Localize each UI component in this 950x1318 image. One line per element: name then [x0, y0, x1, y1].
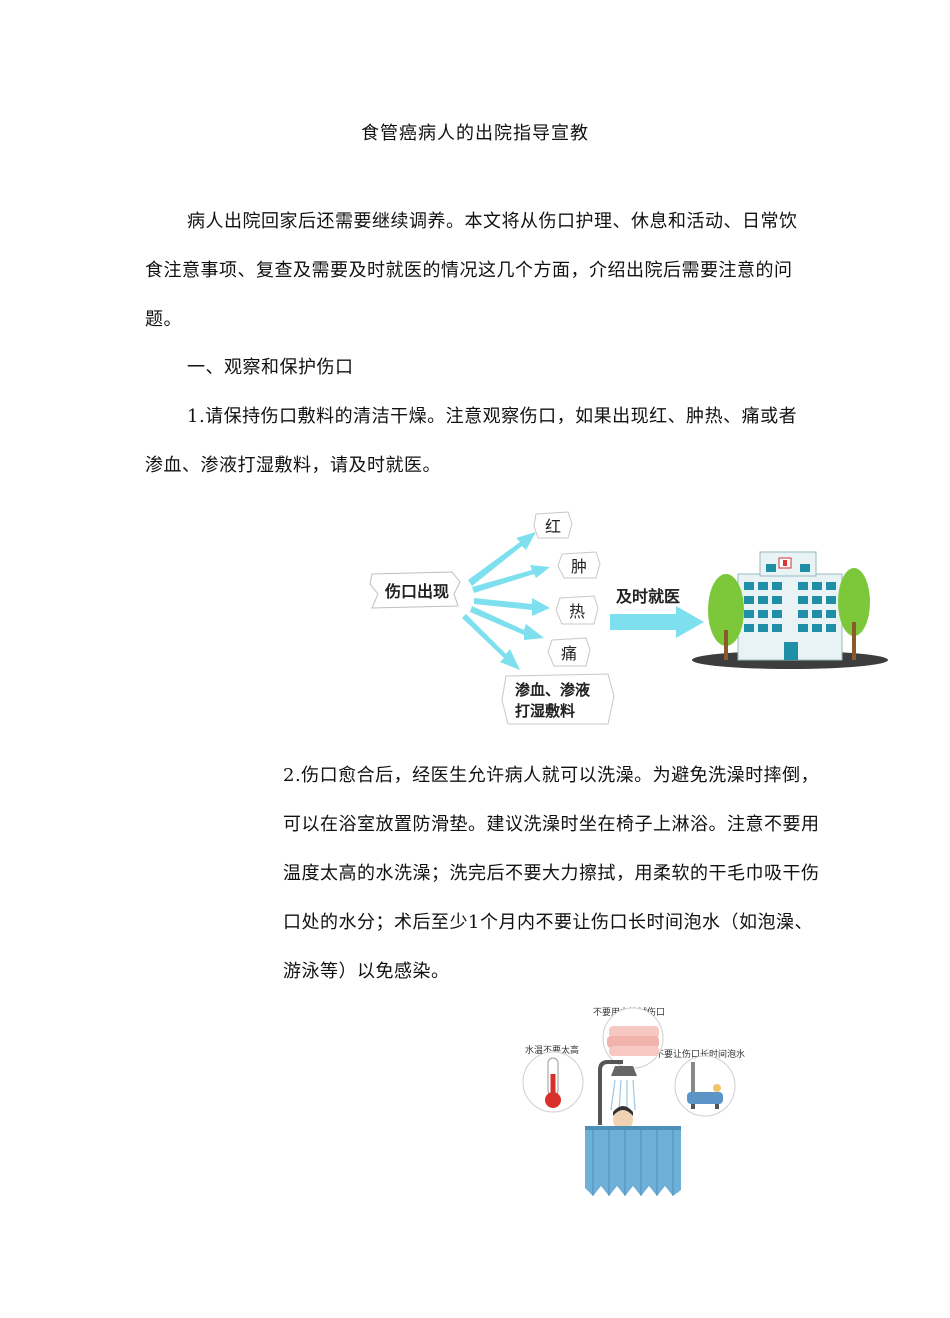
source-tag-shape: [369, 571, 461, 609]
symptom-bleed-line2: 打湿敷料: [515, 702, 575, 720]
tag-swelling-shape: [557, 551, 601, 579]
arrow-heat: [474, 598, 550, 616]
bathtub-circle: [674, 1055, 736, 1117]
intro-paragraph: 病人出院回家后还需要继续调养。本文将从伤口护理、休息和活动、日常饮食注意事项、复…: [145, 211, 798, 330]
source-label: 伤口出现: [384, 582, 449, 601]
symptom-heat: 热: [569, 602, 585, 621]
shower-head-icon: [598, 1060, 637, 1125]
document-title: 食管癌病人的出院指导宣教: [361, 123, 589, 144]
symptom-arrows: [462, 532, 550, 670]
symptom-bleed-line1: 渗血、渗液: [515, 681, 591, 699]
symptom-red: 红: [545, 517, 561, 536]
arrow-bleed: [462, 614, 520, 670]
shower-curtain: [585, 1126, 681, 1196]
person-icon: [613, 1106, 633, 1130]
wound-symptoms-diagram: 伤口出现 红 肿 热 痛 渗血、渗液 打湿敷料 及时就医: [369, 511, 888, 725]
tag-red-shape: [533, 511, 573, 539]
item-1-paragraph: 1.请保持伤口敷料的清洁干燥。注意观察伤口，如果出现红、肿热、痛或者渗血、渗液打…: [145, 406, 798, 476]
arrow-pain: [470, 606, 544, 640]
arrow-red: [468, 532, 536, 586]
action-label: 及时就医: [616, 587, 680, 606]
wound-symptoms-figure: 伤口出现 红 肿 热 痛 渗血、渗液 打湿敷料 及时就医: [360, 502, 895, 730]
action-arrow: [610, 606, 704, 638]
tag-pain-shape: [547, 637, 591, 667]
label-no-soaking: 不要让伤口长时间泡水: [655, 1048, 745, 1060]
item-2-paragraph: 2.伤口愈合后，经医生允许病人就可以洗澡。为避免洗澡时摔倒，可以在浴室放置防滑垫…: [283, 765, 820, 982]
arrow-swelling: [472, 565, 550, 593]
shower-tips-figure: 水温不要太高 不要用力擦拭伤口 不要让伤口长时间泡水: [515, 1000, 760, 1200]
label-water-temperature: 水温不要太高: [525, 1044, 579, 1056]
section-1-heading: 一、观察和保护伤口: [187, 357, 354, 378]
tag-bleed-shape: [501, 673, 615, 725]
shower-tips-illustration: 水温不要太高 不要用力擦拭伤口 不要让伤口长时间泡水: [522, 1006, 745, 1196]
tag-heat-shape: [555, 595, 599, 625]
bathtub-icon: [687, 1062, 723, 1109]
thermometer-icon: [545, 1057, 561, 1108]
symptom-swelling: 肿: [571, 557, 587, 576]
towel-icon: [607, 1026, 659, 1056]
symptom-pain: 痛: [561, 644, 577, 663]
hospital-icon: [692, 551, 888, 669]
